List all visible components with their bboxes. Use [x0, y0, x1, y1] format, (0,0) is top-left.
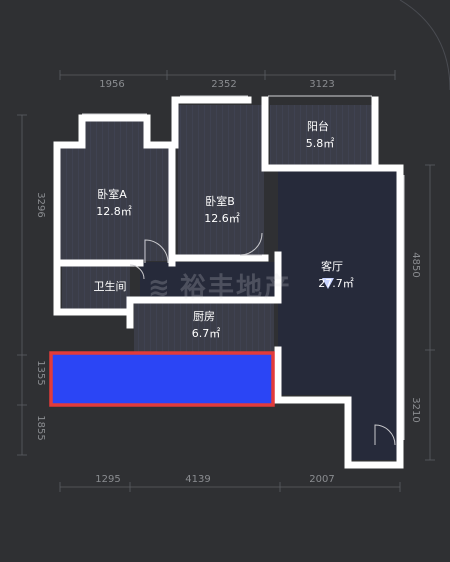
living-name: 客厅	[321, 259, 343, 273]
highlighted-region[interactable]	[49, 351, 275, 407]
kitchen-name: 厨房	[193, 310, 215, 323]
kitchen-area: 6.7㎡	[192, 327, 221, 340]
dim-bottom-2: 4139	[185, 474, 210, 485]
watermark: ≋ 裕丰地产	[148, 272, 292, 303]
watermark-logo-icon: ≋	[148, 273, 172, 303]
living-area: 27.7㎡	[318, 277, 354, 290]
background-arc	[399, 0, 450, 91]
dim-left-2: 1355	[35, 360, 46, 385]
bedroom-a-area: 12.8㎡	[96, 205, 132, 218]
door-swings	[129, 232, 396, 446]
dimension-lines	[17, 70, 435, 492]
bathroom-floor	[62, 265, 130, 310]
dim-left-1: 3296	[35, 192, 46, 217]
bedroom-a-name: 卧室A	[97, 187, 127, 201]
living-floor	[278, 170, 398, 460]
dim-top-2: 2352	[211, 79, 236, 90]
hall-floor	[140, 262, 280, 302]
dim-left-3: 1855	[35, 415, 46, 440]
dim-right-2: 3210	[410, 397, 421, 422]
dim-bottom-1: 1295	[95, 474, 120, 485]
bedroom-a-floor	[60, 145, 172, 261]
dim-right-1: 4850	[410, 252, 421, 277]
dim-top-3: 3123	[309, 79, 334, 90]
balcony-name: 阳台	[307, 119, 329, 133]
compass-marker-icon	[322, 278, 334, 289]
dim-top-1: 1956	[99, 79, 124, 90]
bathroom-name: 卫生间	[94, 279, 127, 293]
bedroom-b-area: 12.6㎡	[204, 212, 240, 225]
watermark-text: 裕丰地产	[180, 272, 292, 303]
walls	[53, 96, 404, 469]
bedroom-b-name: 卧室B	[205, 194, 235, 208]
kitchen-floor	[134, 300, 274, 352]
balcony-floor	[270, 105, 373, 167]
balcony-area: 5.8㎡	[306, 137, 335, 150]
bedroom-b-floor	[178, 105, 264, 259]
dim-bottom-3: 2007	[309, 474, 334, 485]
bedroom-a-bay	[82, 120, 144, 148]
